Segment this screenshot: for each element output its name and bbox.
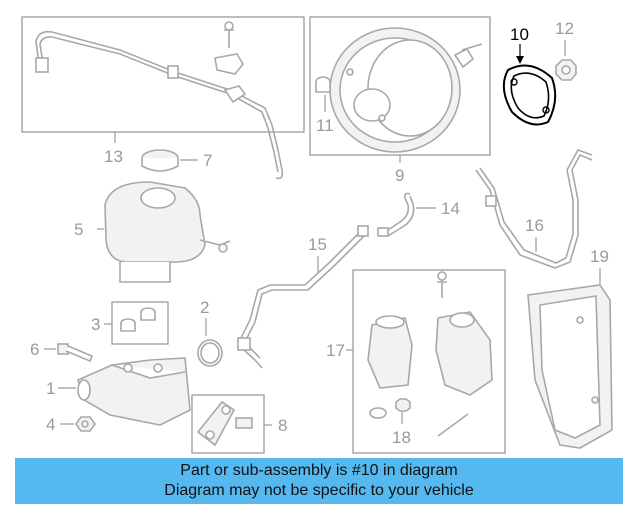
seal-2 [197,339,223,367]
callout-8: 8 [278,416,287,435]
callout-16: 16 [525,216,544,235]
vacuum-line-15 [237,225,369,369]
reservoir-cap-7 [141,149,179,172]
callout-1: 1 [46,379,55,398]
banner-line-1: Part or sub-assembly is #10 in diagram [180,462,458,479]
callout-17: 17 [326,341,345,360]
callout-14: 14 [441,199,460,218]
nut-4 [75,416,96,432]
vacuum-line-16 [475,149,593,269]
grommets-3 [120,307,156,332]
group-box-8 [191,394,265,454]
bracket-8 [196,400,253,447]
heat-shield-19 [527,284,613,449]
brake-line-13 [35,21,284,180]
nut-12 [555,59,577,81]
reservoir-5 [104,181,231,283]
callout-7: 7 [203,151,212,170]
group-box-13 [21,16,305,133]
callout-19: 19 [590,247,609,266]
callout-12: 12 [555,19,574,38]
master-cylinder-1 [77,357,191,426]
callout-6: 6 [30,340,39,359]
callout-18: 18 [392,428,411,447]
callout-5: 5 [74,220,83,239]
gasket-10 [502,64,557,126]
callout-2: 2 [200,298,209,317]
callout-15: 15 [308,235,327,254]
callout-3: 3 [91,315,100,334]
parts-diagram: 13 11 9 10 12 7 [21,16,613,454]
callout-10: 10 [510,25,529,44]
bolt-6 [57,343,94,363]
callout-13: 13 [104,147,123,166]
group-box-3 [111,301,169,345]
callout-9: 9 [395,166,404,185]
brake-booster [329,27,483,153]
banner-line-2: Diagram may not be specific to your vehi… [164,482,474,499]
info-banner: Part or sub-assembly is #10 in diagram D… [15,458,623,504]
callout-11: 11 [316,116,334,135]
callout-4: 4 [46,415,55,434]
grommet-11 [315,76,331,93]
group-box-17 [352,269,506,454]
vacuum-hose-14 [377,192,415,237]
valve-assembly-17 [367,271,493,437]
